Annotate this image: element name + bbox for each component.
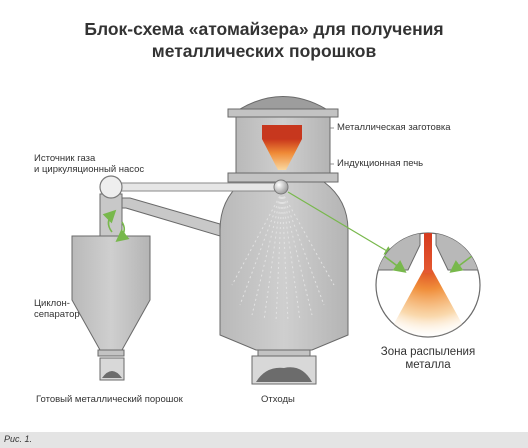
- label-spray-zone: Зона распыления металла: [370, 346, 486, 372]
- detail-gas-arrow-left: [383, 255, 407, 273]
- zoom-pointer-line: [287, 191, 395, 256]
- waste-pile: [256, 367, 312, 382]
- diagram-title: Блок-схема «атомайзера» для получения ме…: [0, 18, 528, 62]
- label-gas-source-line1: Источник газа: [34, 153, 96, 164]
- metal-billet: [262, 125, 302, 139]
- caption-bar: Рис. 1.: [0, 432, 528, 448]
- label-spray-zone-line2: металла: [405, 359, 451, 371]
- label-cyclone-line1: Циклон-: [34, 298, 70, 309]
- gas-pipe: [117, 182, 279, 192]
- circulation-pump: [99, 175, 123, 199]
- spray-chamber: [219, 181, 349, 351]
- label-leaders: [330, 127, 334, 165]
- tower-dome: [238, 96, 328, 110]
- label-furnace: Индукционная печь: [337, 158, 424, 169]
- powder-pile: [102, 371, 122, 378]
- spray-zone-detail: [375, 232, 481, 338]
- detail-metal-jet: [424, 233, 432, 273]
- label-gas-source: Источник газа и циркуляционный насос: [34, 153, 144, 175]
- cyclone-outlet: [97, 349, 125, 357]
- cyclone-flow-arrow-down: [115, 221, 130, 243]
- tower-top-flange: [227, 108, 339, 118]
- atomizer-tower: [219, 96, 349, 385]
- cyclone-flow-arrow-up: [102, 209, 117, 233]
- label-cyclone-line2: сепаратор: [34, 309, 80, 320]
- label-gas-source-line2: и циркуляционный насос: [34, 164, 145, 175]
- label-billet: Металлическая заготовка: [337, 122, 451, 133]
- cyclone-body: [71, 235, 151, 351]
- induction-furnace-melt: [262, 139, 302, 170]
- detail-gas-arrow-right: [449, 255, 473, 273]
- atomizing-nozzle: [273, 179, 289, 195]
- detail-metal-plume: [385, 262, 471, 337]
- figure-caption: Рис. 1.: [4, 434, 33, 444]
- title-line-2: металлических порошков: [151, 41, 377, 61]
- title-line-1: Блок-схема «атомайзера» для получения: [84, 19, 444, 39]
- label-cyclone: Циклон- сепаратор: [34, 298, 80, 320]
- label-powder: Готовый металлический порошок: [36, 394, 183, 405]
- cyclone-separator: [71, 193, 151, 381]
- chamber-outlet: [257, 349, 311, 357]
- label-waste: Отходы: [261, 394, 295, 405]
- label-spray-zone-line1: Зона распыления: [380, 346, 476, 358]
- spray-pattern: [231, 191, 335, 323]
